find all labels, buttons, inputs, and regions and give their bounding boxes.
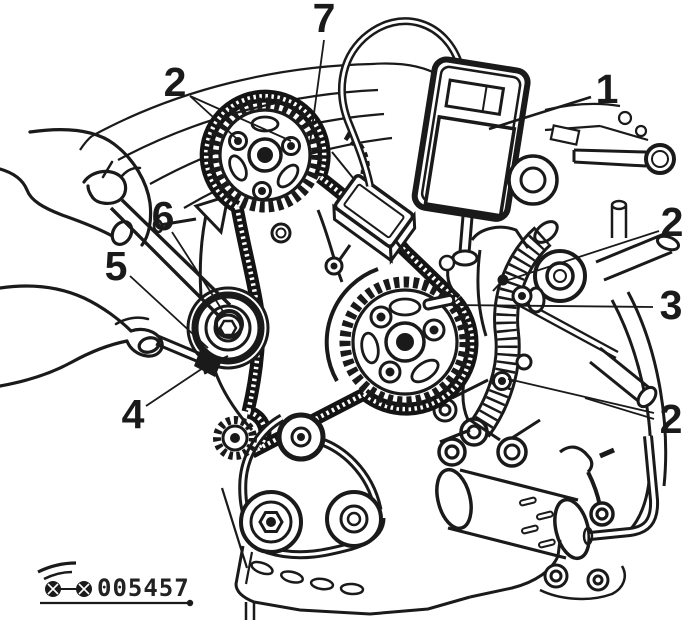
leader-2-lower-a: [507, 378, 655, 414]
leader-2b: [189, 95, 292, 142]
wrench-box-end: [214, 309, 244, 339]
leader-2a: [189, 95, 238, 140]
wrench-tool: [109, 198, 244, 339]
callout-2-top-label: 2: [164, 59, 187, 105]
bent-pipe: [582, 435, 660, 546]
callout-5-label: 5: [105, 243, 128, 289]
oil-pan-block-bottom: [220, 487, 626, 620]
gauge-screen: [423, 114, 517, 218]
gauge-cable: [337, 17, 464, 187]
callout-3-label: 3: [660, 282, 683, 328]
gauge-top-window: [444, 78, 506, 116]
camshaft-sprocket-lower: [339, 276, 471, 408]
leader-3: [449, 304, 654, 308]
leader-7: [308, 39, 325, 151]
crankshaft-pulley: [239, 490, 303, 554]
round-flange: [533, 249, 587, 303]
hub-slot: [422, 293, 456, 311]
lock-pin-tool: [155, 334, 229, 377]
leader-2-lower-b: [584, 397, 655, 420]
corrugated-hose: [468, 220, 559, 438]
sensor-bracket: [324, 239, 414, 276]
callout-6-label: 6: [152, 193, 175, 239]
angled-pipes: [589, 232, 681, 409]
figure-code-stamp: 005457: [37, 561, 194, 607]
figure-code: 005457: [97, 574, 190, 602]
camshaft-sprocket-upper: [207, 97, 323, 213]
belt-sensor-box: [332, 174, 417, 265]
crankshaft-sprocket: [213, 416, 257, 460]
leader-4: [145, 365, 207, 407]
stamp-dot: [186, 599, 194, 607]
callout-2-right-label: 2: [661, 199, 684, 245]
mechanic-hand-upper: [0, 128, 153, 247]
callout-leaders: [129, 39, 660, 420]
callout-4-label: 4: [122, 391, 145, 437]
leader-1: [488, 95, 592, 131]
leader-2-right: [504, 230, 660, 282]
tension-gauge-device: [411, 56, 559, 297]
callout-1-label: 1: [596, 66, 619, 112]
leader-5: [129, 275, 209, 349]
mechanic-hand-lower: [0, 284, 164, 388]
idler-pulley-top: [276, 412, 326, 462]
callout-7-label: 7: [313, 0, 336, 41]
car-icon: [37, 561, 92, 597]
idler-pulley-right: [325, 490, 383, 548]
callout-2-lower-label: 2: [660, 396, 683, 442]
leader-6: [171, 231, 227, 317]
starter-motor: [435, 428, 615, 561]
engine-right-structure: [331, 102, 676, 534]
